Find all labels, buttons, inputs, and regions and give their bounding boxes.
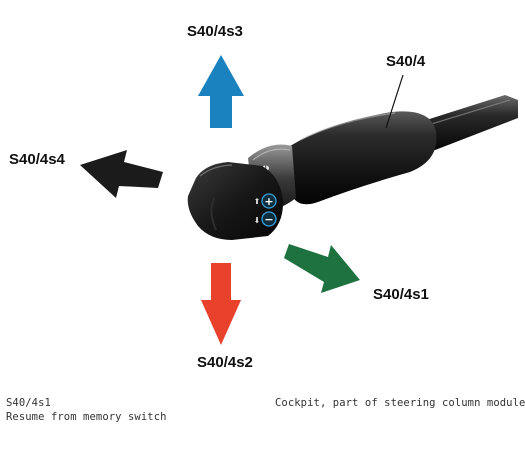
label-up: S40/4s3	[187, 23, 243, 40]
left-arrow	[80, 150, 163, 198]
arrow-up-icon: ⬆	[254, 197, 261, 206]
lever-leader-line	[385, 74, 404, 129]
right-arrow	[284, 244, 360, 293]
lever-body	[290, 111, 437, 205]
up-arrow-shape	[198, 55, 244, 128]
caption-description: Resume from memory switch	[6, 411, 167, 423]
minus-icon: −	[264, 213, 273, 226]
up-arrow	[198, 55, 244, 128]
label-right: S40/4s1	[373, 286, 429, 303]
lever-shaft	[420, 95, 518, 152]
down-arrow-shape	[201, 263, 241, 345]
left-arrow-shape	[80, 150, 163, 198]
plus-button[interactable]: +	[261, 193, 277, 209]
plus-icon: +	[264, 195, 273, 208]
minus-button[interactable]: −	[261, 211, 277, 227]
label-down: S40/4s2	[197, 354, 253, 371]
ring-symbol: ◖◗	[262, 164, 270, 172]
caption-context: Cockpit, part of steering column module	[275, 397, 525, 409]
down-arrow	[201, 263, 241, 345]
label-left: S40/4s4	[9, 151, 65, 168]
arrow-down-icon: ⬇	[254, 216, 261, 225]
lever-tip	[187, 162, 284, 240]
caption-code: S40/4s1	[6, 397, 51, 409]
label-lever: S40/4	[386, 53, 426, 70]
right-arrow-shape	[284, 244, 360, 293]
